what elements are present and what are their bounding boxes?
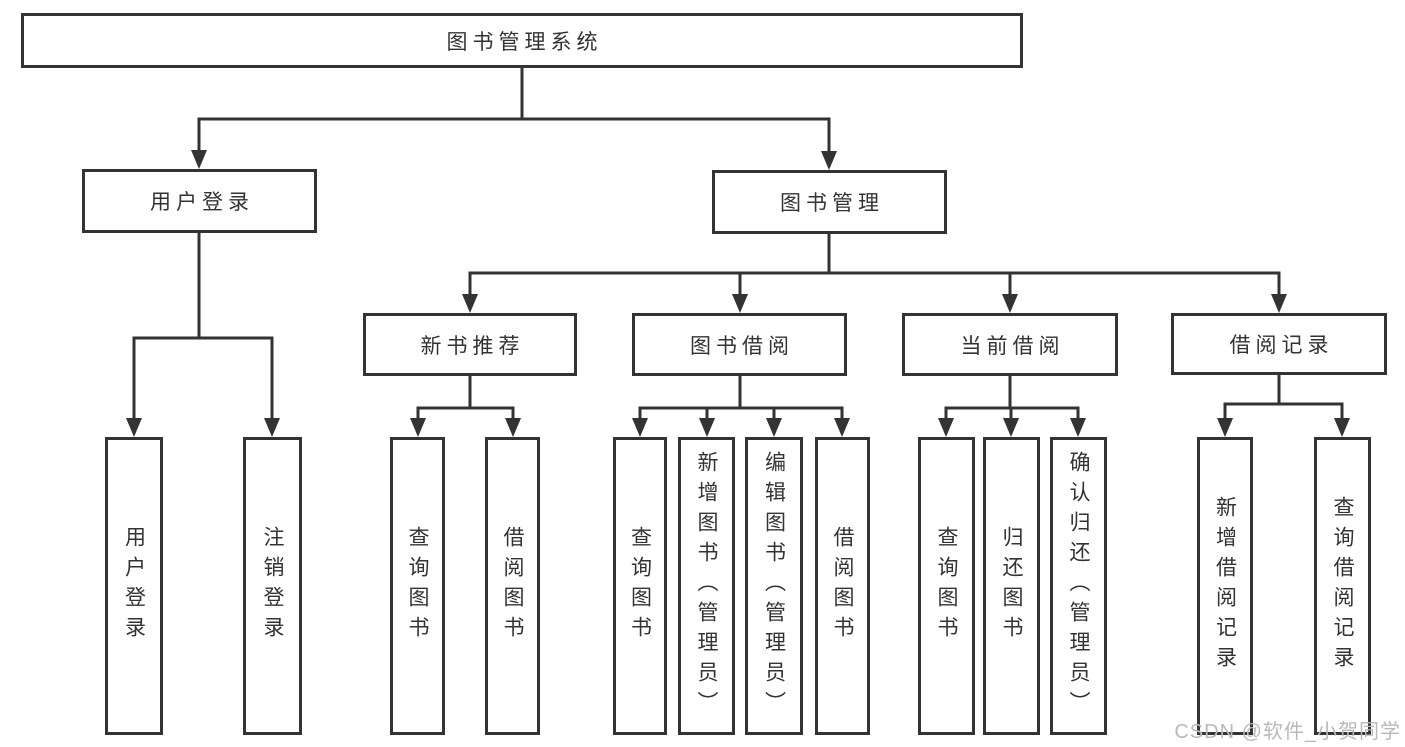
connector-book-mgmt-children — [468, 232, 1281, 299]
leaf-nb-borrow-books-label: 借阅图书 — [501, 526, 524, 646]
leaf-nb-borrow-books: 借阅图书 — [485, 437, 540, 735]
arrow-down-icon — [1271, 294, 1287, 313]
leaf-cb-return-books: 归还图书 — [983, 437, 1040, 735]
leaf-cb-confirm-return-admin: 确认归还（管理员） — [1050, 437, 1107, 735]
arrow-down-icon — [264, 418, 280, 437]
arrow-down-icon — [699, 418, 715, 437]
csdn-watermark: CSDN @软件_小贺同学 — [1174, 721, 1401, 743]
node-user-login: 用户登录 — [82, 169, 317, 233]
leaf-br-query-record: 查询借阅记录 — [1314, 437, 1371, 735]
arrow-down-icon — [505, 418, 521, 437]
leaf-bb-edit-books-admin: 编辑图书（管理员） — [745, 437, 803, 735]
connector-root-to-level2 — [197, 66, 831, 155]
arrow-down-icon — [191, 150, 207, 169]
arrow-down-icon — [732, 294, 748, 313]
connector-borrow-records-children — [1223, 373, 1344, 423]
leaf-br-query-record-label: 查询借阅记录 — [1331, 496, 1354, 676]
leaf-bb-query-books: 查询图书 — [613, 437, 667, 735]
leaf-bb-edit-books-admin-label: 编辑图书（管理员） — [762, 451, 786, 721]
connector-current-borrow-children — [944, 374, 1080, 423]
arrow-down-icon — [126, 418, 142, 437]
arrowheads — [126, 150, 1350, 437]
arrow-down-icon — [1217, 418, 1233, 437]
leaf-bb-add-books-admin-label: 新增图书（管理员） — [695, 451, 718, 721]
node-user-login-label: 用户登录 — [150, 191, 254, 214]
node-root-system: 图书管理系统 — [21, 13, 1023, 68]
node-book-management: 图书管理 — [712, 170, 947, 234]
leaf-user-login-label: 用户登录 — [122, 526, 146, 646]
arrow-down-icon — [1002, 294, 1018, 313]
arrow-down-icon — [462, 294, 478, 313]
node-book-management-label: 图书管理 — [780, 192, 884, 215]
arrow-down-icon — [766, 418, 782, 437]
node-current-borrow-label: 当前借阅 — [960, 334, 1065, 358]
leaf-bb-borrow-books-label: 借阅图书 — [831, 526, 854, 646]
connector-new-books-children — [416, 374, 515, 423]
node-root-system-label: 图书管理系统 — [446, 30, 603, 54]
leaf-cb-confirm-return-admin-label: 确认归还（管理员） — [1067, 451, 1090, 721]
leaf-cb-query-books: 查询图书 — [918, 437, 975, 735]
node-new-book-recommend-label: 新书推荐 — [420, 334, 525, 358]
leaf-logout-label: 注销登录 — [261, 526, 284, 646]
node-current-borrow: 当前借阅 — [902, 313, 1118, 376]
leaf-cb-query-books-label: 查询图书 — [935, 526, 958, 646]
leaf-bb-borrow-books: 借阅图书 — [815, 437, 870, 735]
node-borrow-records-label: 借阅记录 — [1229, 334, 1334, 357]
leaf-nb-query-books-label: 查询图书 — [406, 526, 429, 646]
arrow-down-icon — [834, 418, 850, 437]
leaf-nb-query-books: 查询图书 — [390, 437, 445, 735]
arrow-down-icon — [821, 151, 837, 170]
arrow-down-icon — [938, 418, 954, 437]
leaf-br-add-record-label: 新增借阅记录 — [1213, 496, 1237, 676]
arrow-down-icon — [1334, 418, 1350, 437]
node-book-borrow-label: 图书借阅 — [690, 334, 794, 358]
leaf-bb-add-books-admin: 新增图书（管理员） — [678, 437, 735, 735]
leaf-cb-return-books-label: 归还图书 — [1000, 526, 1023, 646]
node-new-book-recommend: 新书推荐 — [363, 313, 577, 376]
connector-book-borrow-children — [638, 374, 844, 423]
arrow-down-icon — [1070, 418, 1086, 437]
connector-user-login-children — [132, 231, 274, 423]
arrow-down-icon — [632, 418, 648, 437]
connector-paths — [132, 66, 1344, 423]
leaf-br-add-record: 新增借阅记录 — [1197, 437, 1253, 735]
leaf-user-login: 用户登录 — [105, 437, 163, 735]
node-book-borrow: 图书借阅 — [632, 313, 847, 376]
arrow-down-icon — [410, 418, 426, 437]
leaf-logout: 注销登录 — [243, 437, 302, 735]
arrow-down-icon — [1003, 418, 1019, 437]
node-borrow-records: 借阅记录 — [1171, 313, 1387, 375]
leaf-bb-query-books-label: 查询图书 — [628, 526, 652, 646]
